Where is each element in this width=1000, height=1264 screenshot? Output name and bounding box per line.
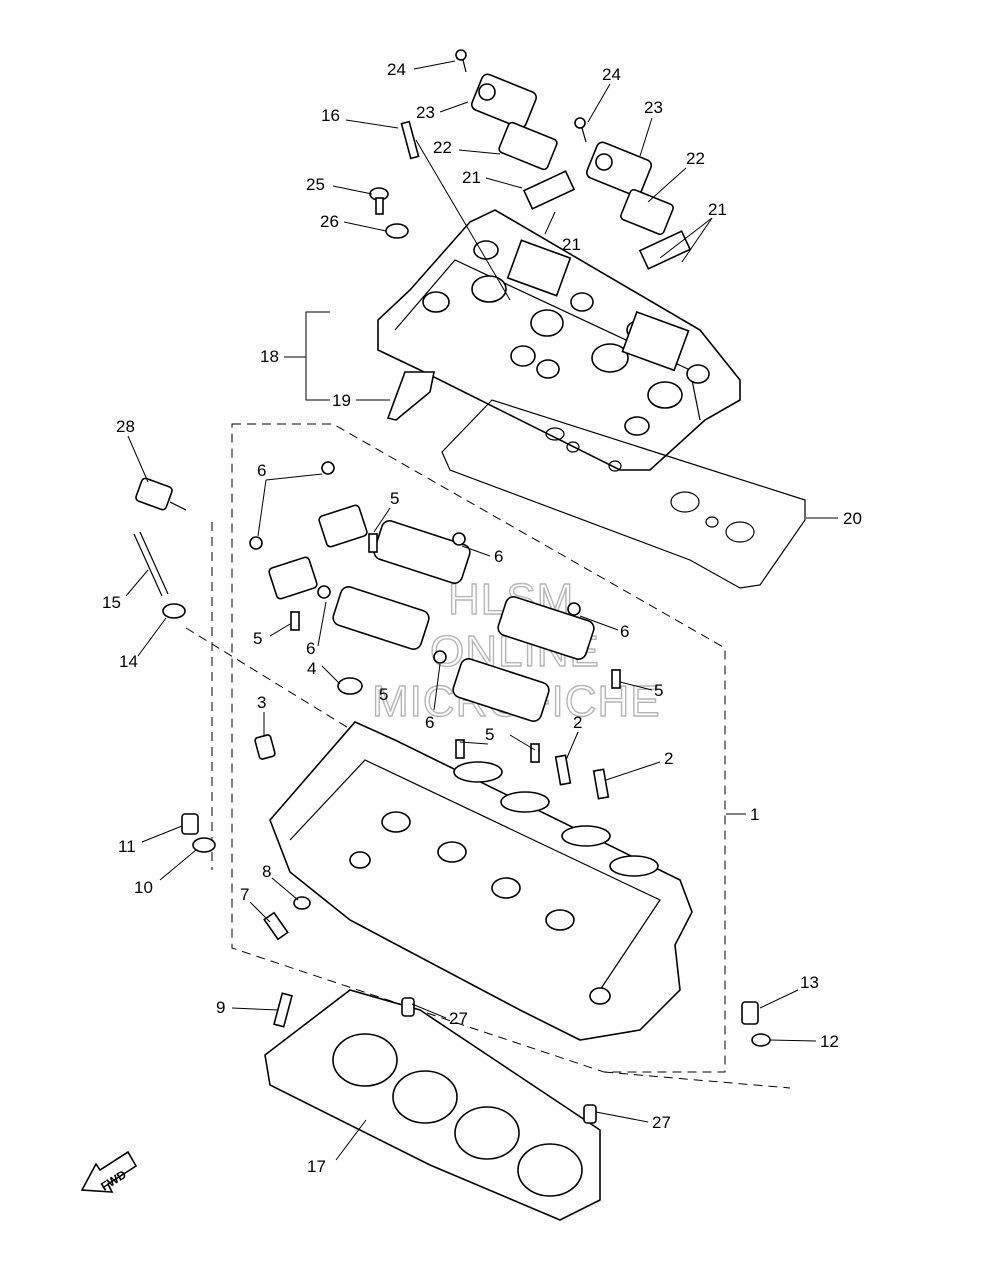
callout-5: 5: [654, 681, 663, 700]
callout-24: 24: [387, 60, 406, 79]
callout-22: 22: [686, 149, 705, 168]
callout-6: 6: [620, 622, 629, 641]
cylinder-head: [269, 721, 693, 1041]
callout-5: 5: [485, 725, 494, 744]
left-components: [133, 477, 363, 1028]
callout-6: 6: [306, 639, 315, 658]
top-components: [369, 49, 692, 421]
callout-24: 24: [602, 65, 621, 84]
leader-lines: [125, 60, 838, 1161]
callout-8: 8: [262, 862, 271, 881]
assembly-boundary: [231, 423, 726, 1073]
callout-21: 21: [708, 200, 727, 219]
cover-gasket: [441, 399, 806, 589]
callout-2: 2: [664, 749, 673, 768]
callout-20: 20: [843, 509, 862, 528]
callout-25: 25: [306, 175, 325, 194]
callout-21: 21: [462, 168, 481, 187]
callouts: 1 2 2 3 4 5 5 5 5 5 6 6 6 6 6 7 8 9 10 1…: [102, 60, 862, 1176]
callout-6: 6: [494, 547, 503, 566]
callout-2: 2: [573, 713, 582, 732]
callout-17: 17: [307, 1157, 326, 1176]
cylinder-head-cover: [377, 209, 741, 471]
callout-28: 28: [116, 417, 135, 436]
callout-12: 12: [820, 1032, 839, 1051]
callout-23: 23: [416, 103, 435, 122]
callout-4: 4: [307, 659, 316, 678]
forward-arrow-icon: FWD: [80, 1150, 138, 1194]
callout-11: 11: [118, 837, 136, 856]
callout-27: 27: [652, 1113, 671, 1132]
callout-5: 5: [390, 489, 399, 508]
callout-16: 16: [321, 106, 340, 125]
callout-5: 5: [379, 685, 388, 704]
callout-5: 5: [253, 629, 262, 648]
callout-27: 27: [449, 1009, 468, 1028]
head-gasket: [264, 989, 601, 1221]
callout-19: 19: [332, 391, 351, 410]
callout-6: 6: [425, 713, 434, 732]
callout-9: 9: [216, 998, 225, 1017]
callout-23: 23: [644, 98, 663, 117]
callout-22: 22: [433, 138, 452, 157]
callout-10: 10: [134, 878, 153, 897]
dashed-leader: [603, 1071, 791, 1089]
callout-13: 13: [800, 973, 819, 992]
callout-7: 7: [240, 885, 249, 904]
camshaft-caps: [249, 461, 621, 763]
callout-3: 3: [257, 693, 266, 712]
callout-6: 6: [257, 461, 266, 480]
callout-18: 18: [260, 347, 279, 366]
callout-26: 26: [320, 212, 339, 231]
callout-21: 21: [562, 235, 581, 254]
right-components: [741, 1001, 771, 1047]
callout-1: 1: [750, 805, 759, 824]
gasket-holes: [545, 427, 755, 543]
callout-15: 15: [102, 593, 121, 612]
callout-14: 14: [119, 652, 138, 671]
